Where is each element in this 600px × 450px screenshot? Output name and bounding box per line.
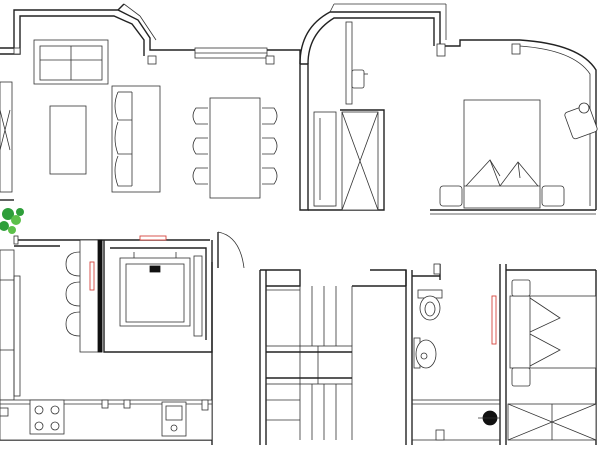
structural-columns [0,235,209,417]
toilet [419,295,441,321]
elevator-shaft [119,252,203,337]
living-room [0,39,161,193]
sofa-right [111,85,161,193]
entrance-door [217,231,245,269]
desk-chair [351,69,365,89]
nightstand-left [439,185,463,207]
coffee-table [49,105,87,175]
dining-table [209,97,261,199]
exterior-walls [0,3,597,215]
study-corner [313,21,379,211]
plant-icon [0,208,24,234]
staircase [265,286,353,440]
second-bedroom [507,279,597,441]
tv-unit [0,81,13,193]
armchair [564,104,598,140]
single-bed [509,295,597,369]
double-bed [463,99,541,209]
dining-area [192,97,278,199]
nightstand-right [541,185,565,207]
bathroom [411,263,501,441]
master-bedroom [439,99,598,209]
stove [29,399,65,435]
